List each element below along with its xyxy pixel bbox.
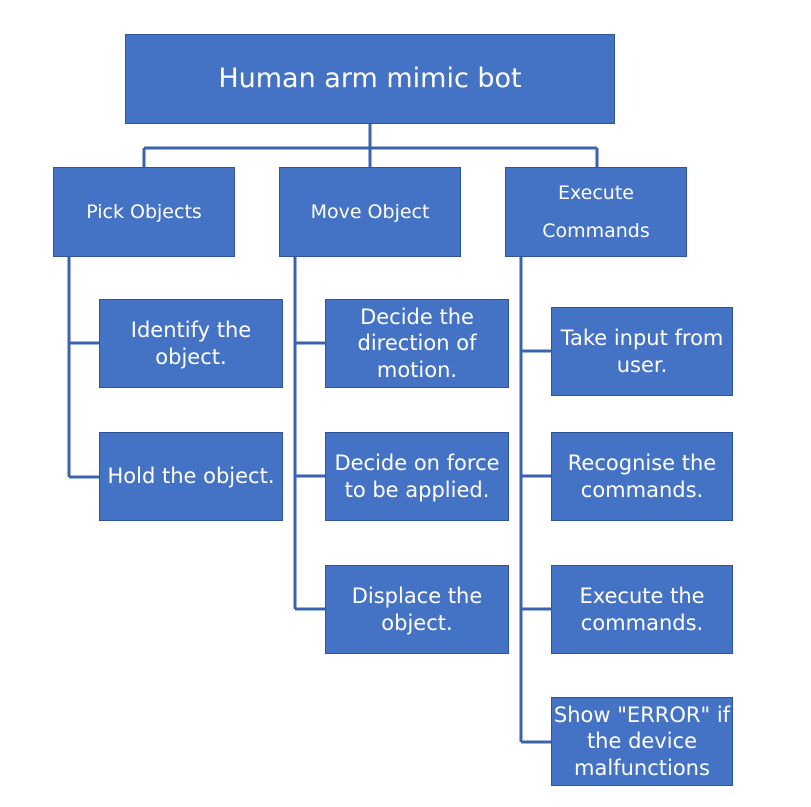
node-decide-direction: Decide the direction of motion.	[325, 299, 509, 388]
node-execute-commands: Execute Commands	[505, 167, 687, 257]
node-move-object: Move Object	[279, 167, 461, 257]
node-take-input: Take input from user.	[551, 307, 733, 396]
node-label: Pick Objects	[86, 200, 202, 223]
node-execute-commands-child: Execute the commands.	[551, 565, 733, 654]
node-recognise-commands: Recognise the commands.	[551, 432, 733, 521]
node-label-line: Execute	[558, 182, 634, 204]
node-label: Show "ERROR" if the device malfunctions	[553, 702, 731, 780]
node-label: Recognise the commands.	[567, 450, 717, 502]
node-label-line: Commands	[542, 220, 650, 242]
node-label: Displace the object.	[351, 583, 483, 635]
node-pick-objects: Pick Objects	[53, 167, 235, 257]
node-identify-object: Identify the object.	[99, 299, 283, 388]
root-label: Human arm mimic bot	[218, 62, 522, 94]
root-node: Human arm mimic bot	[125, 34, 615, 124]
node-label: Take input from user.	[560, 325, 724, 377]
node-label: Hold the object.	[107, 464, 275, 489]
node-label: Decide on force to be applied.	[334, 450, 500, 502]
node-label: Move Object	[310, 200, 430, 223]
node-displace-object: Displace the object.	[325, 565, 509, 654]
node-show-error: Show "ERROR" if the device malfunctions	[551, 697, 733, 786]
node-label: Decide the direction of motion.	[357, 304, 477, 382]
node-label: Execute the commands.	[579, 583, 705, 635]
node-hold-object: Hold the object.	[99, 432, 283, 521]
node-decide-force: Decide on force to be applied.	[325, 432, 509, 521]
node-label: Identify the object.	[130, 317, 252, 369]
